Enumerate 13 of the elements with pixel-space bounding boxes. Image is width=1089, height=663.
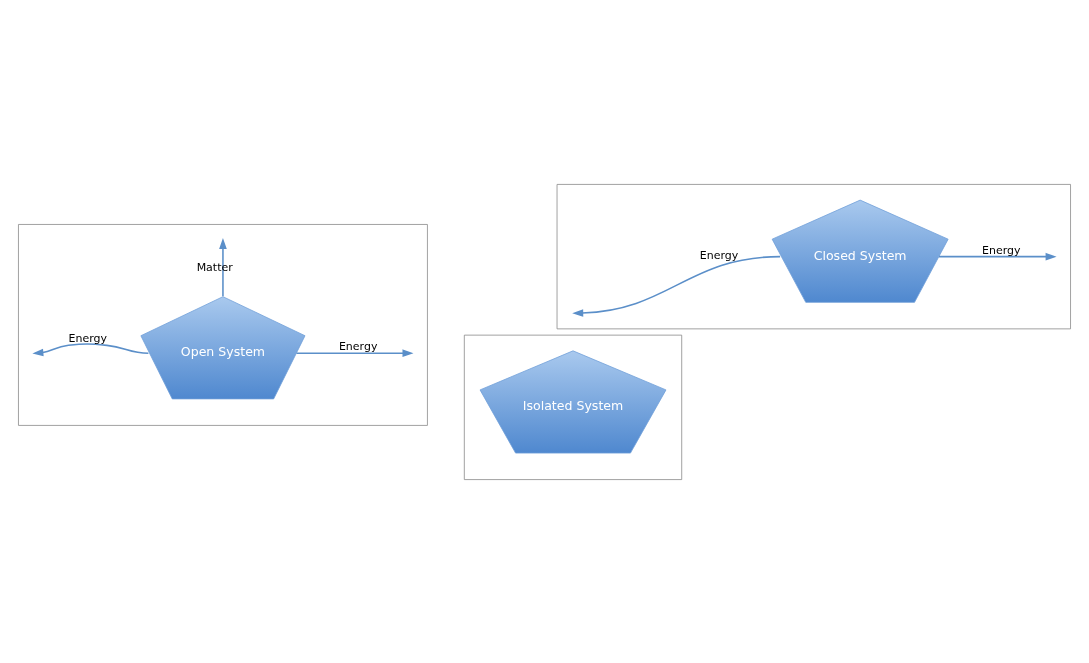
cluster <box>556 183 1071 329</box>
arrow <box>572 255 781 317</box>
edge-label: Energy <box>982 243 1021 257</box>
edge-label: Energy <box>68 331 107 345</box>
arrow <box>32 342 150 356</box>
cluster <box>463 334 683 480</box>
arrow <box>938 252 1057 260</box>
cluster <box>18 223 428 426</box>
edge-label: Energy <box>699 248 739 262</box>
arrow <box>219 237 227 297</box>
edge-label: Energy <box>338 339 378 353</box>
arrow <box>295 348 414 357</box>
edge-label: Matter <box>196 260 233 274</box>
